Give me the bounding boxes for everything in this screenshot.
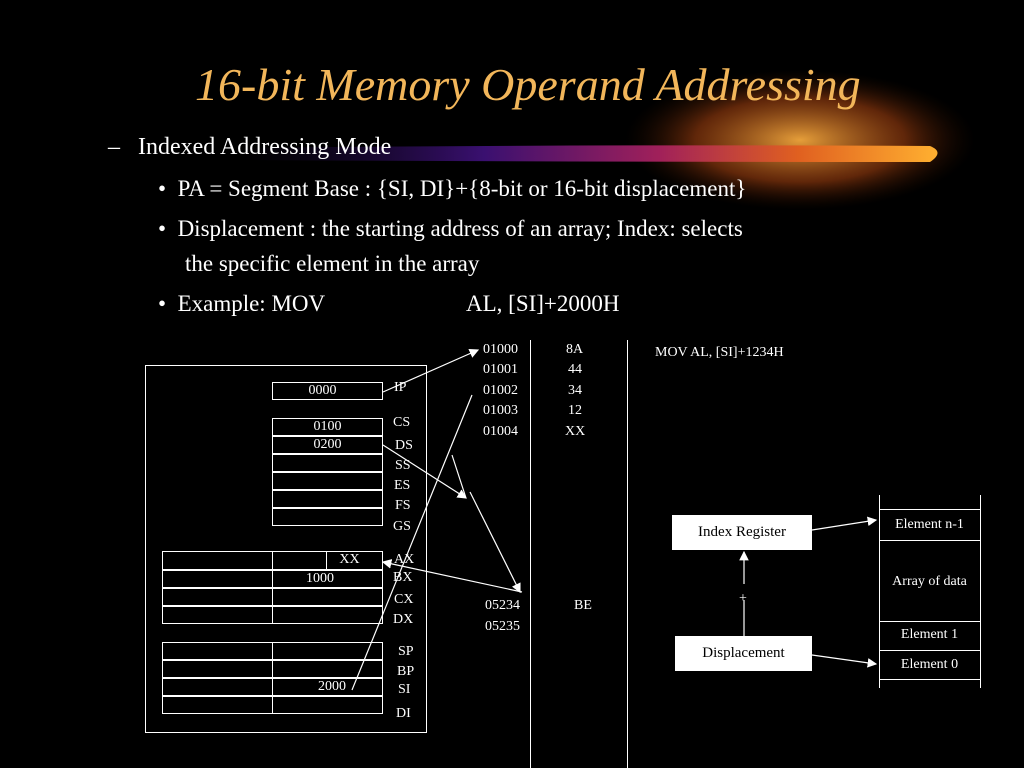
array-line <box>879 679 980 680</box>
bullet-text: PA = Segment Base : {SI, DI}+{8-bit or 1… <box>177 176 747 201</box>
cx-label: CX <box>394 592 414 607</box>
fs-register <box>272 490 383 508</box>
bullet-item-2: • Displacement : the starting address of… <box>158 216 743 242</box>
memory-value: 12 <box>568 403 582 418</box>
array-of-data-label: Array of data <box>892 574 967 589</box>
ds-arrow-side <box>451 454 467 499</box>
memory-addr: 01002 <box>483 383 518 398</box>
ds-arrow <box>382 444 468 499</box>
cs-register <box>272 418 383 436</box>
index-arrow <box>811 516 878 531</box>
bx-value: 1000 <box>306 571 334 586</box>
ip-to-memory-arrow <box>382 349 480 393</box>
register-divider-2 <box>272 642 273 714</box>
array-line <box>879 650 980 651</box>
bullet-text: Displacement : the starting address of a… <box>177 216 743 241</box>
ip-register <box>272 382 383 400</box>
ss-register <box>272 454 383 472</box>
cpu-box <box>145 365 427 733</box>
si-label: SI <box>398 682 411 697</box>
ip-label: IP <box>394 380 407 395</box>
memory-addr: 01001 <box>483 362 518 377</box>
ax-value: XX <box>339 552 360 567</box>
register-divider <box>272 551 273 624</box>
memory-value: 44 <box>568 362 582 377</box>
memory-right-line <box>627 340 628 768</box>
bullet-level1: – Indexed Addressing Mode <box>108 134 391 161</box>
bp-label: BP <box>397 664 415 679</box>
ds-value: 0200 <box>313 437 342 452</box>
gs-register <box>272 508 383 526</box>
si-value: 2000 <box>318 679 346 694</box>
es-register <box>272 472 383 490</box>
dx-label: DX <box>393 612 414 627</box>
displacement-arrow <box>811 654 878 668</box>
ax-label: AX <box>394 552 415 567</box>
gs-label: GS <box>393 519 411 534</box>
array-element-0: Element 0 <box>900 657 959 672</box>
bullet-item-3: • Example: MOV <box>158 291 325 317</box>
plus-sign: + <box>739 591 747 606</box>
ds-register <box>272 436 383 454</box>
bullet-item-1: • PA = Segment Base : {SI, DI}+{8-bit or… <box>158 176 746 202</box>
cs-value: 0100 <box>313 419 342 434</box>
dash-marker: – <box>108 134 120 160</box>
ds-label: DS <box>395 438 413 453</box>
memory-value: BE <box>574 598 592 613</box>
memory-value: XX <box>565 424 586 439</box>
cs-label: CS <box>393 415 411 430</box>
sp-label: SP <box>398 644 414 659</box>
memory-value: 34 <box>568 383 582 398</box>
di-label: DI <box>396 706 411 721</box>
memory-addr: 01003 <box>483 403 518 418</box>
displacement-box: Displacement <box>675 636 812 671</box>
array-right-edge <box>980 495 981 688</box>
array-element-n-1: Element n-1 <box>895 517 964 532</box>
bullet-item-2-cont: the specific element in the array <box>185 251 480 276</box>
memory-addr: 01004 <box>483 424 518 439</box>
bullet-marker: • <box>158 216 167 241</box>
bullet-item-3-operand: AL, [SI]+2000H <box>466 291 620 316</box>
slide-title: 16-bit Memory Operand Addressing <box>195 59 861 110</box>
bx-label: BX <box>393 570 413 585</box>
bullet-text: Example: MOV <box>177 291 326 316</box>
fs-label: FS <box>395 498 411 513</box>
memory-addr: 01000 <box>483 342 518 357</box>
ip-value: 0000 <box>308 383 337 398</box>
si-arrow <box>351 394 473 691</box>
bullet-marker: • <box>158 176 167 201</box>
es-label: ES <box>394 478 411 493</box>
bullet-level1-text: Indexed Addressing Mode <box>138 134 392 160</box>
memory-addr: 05234 <box>485 598 520 613</box>
ax-divider <box>326 551 327 570</box>
memory-addr: 05235 <box>485 619 520 634</box>
array-left-edge <box>879 495 880 688</box>
address-arrow <box>469 491 521 594</box>
array-element-1: Element 1 <box>900 627 959 642</box>
array-line <box>879 540 980 541</box>
memory-left-line <box>530 340 531 768</box>
instruction-text: MOV AL, [SI]+1234H <box>655 345 784 360</box>
array-line <box>879 621 980 622</box>
array-line <box>879 509 980 510</box>
data-to-ax-arrow <box>381 559 523 593</box>
ss-label: SS <box>395 458 411 473</box>
bullet-marker: • <box>158 291 167 316</box>
index-register-box: Index Register <box>672 515 812 550</box>
memory-value: 8A <box>566 342 584 357</box>
